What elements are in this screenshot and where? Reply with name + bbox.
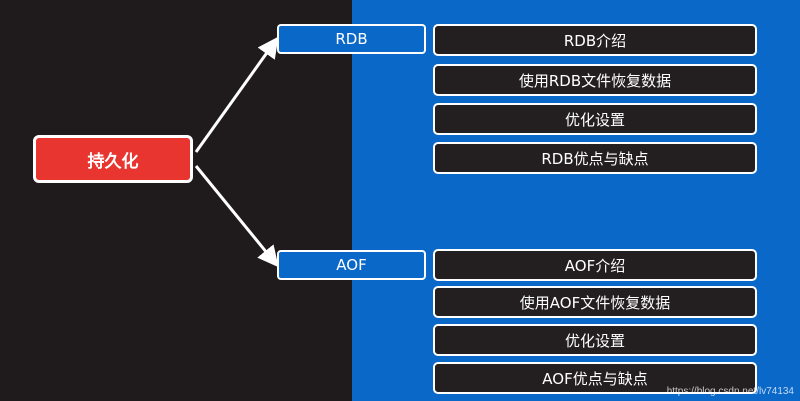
leaf-aof-optimize[interactable]: 优化设置 [433,324,757,356]
branch-node-rdb[interactable]: RDB [277,24,426,54]
root-node-persistence[interactable]: 持久化 [33,135,193,183]
branch-node-aof[interactable]: AOF [277,250,426,280]
connector-to-aof [194,165,279,268]
leaf-aof-intro[interactable]: AOF介绍 [433,249,757,281]
leaf-rdb-pros-cons[interactable]: RDB优点与缺点 [433,142,757,174]
leaf-aof-pros-cons[interactable]: AOF优点与缺点 [433,362,757,394]
leaf-rdb-optimize[interactable]: 优化设置 [433,103,757,135]
watermark-text: https://blog.csdn.net/lv74134 [666,386,794,397]
leaf-rdb-intro[interactable]: RDB介绍 [433,24,757,56]
leaf-aof-restore[interactable]: 使用AOF文件恢复数据 [433,286,757,318]
leaf-rdb-restore[interactable]: 使用RDB文件恢复数据 [433,64,757,96]
connector-to-rdb [194,36,279,153]
